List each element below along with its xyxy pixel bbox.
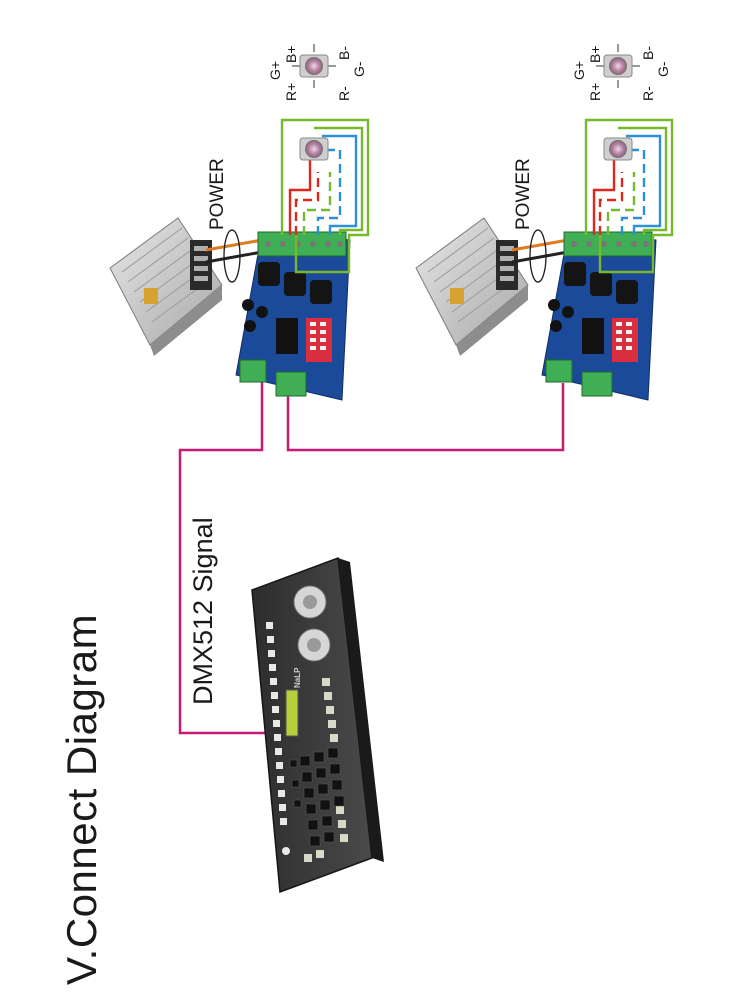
led-pin-labels-1: G+ B+ R+ B- R- G- [267, 45, 367, 101]
console-brand: NaLP [293, 667, 302, 688]
rgb-led-1 [299, 137, 329, 161]
rgb-wiring-1 [280, 118, 370, 274]
dmx-console: NaLP [251, 556, 384, 894]
dmx-signal-label: DMX512 Signal [188, 517, 218, 705]
led-pinout-icon-2 [596, 44, 640, 88]
dmx-wire-driver-1-to-driver-2 [286, 383, 565, 452]
power-cable-2 [511, 229, 569, 283]
led-pinout-icon-1 [292, 44, 336, 88]
power-supply-1 [109, 217, 223, 356]
pin-label-g-minus: G- [351, 61, 367, 77]
dmx-driver-board-1 [235, 231, 351, 401]
dmx-driver-board-2 [541, 231, 657, 401]
pin-label-r-minus: R- [336, 86, 352, 101]
pin-label-g-plus: G+ [267, 61, 283, 80]
pin-label-r-plus: R+ [283, 83, 299, 101]
pin-label-b-plus: B+ [283, 45, 299, 63]
dmx-wire-console-to-driver-1 [178, 378, 270, 735]
pin-label-b-plus: B+ [587, 45, 603, 63]
unit-2 [415, 44, 674, 401]
dmx-wiring [178, 378, 565, 735]
power-cable-1 [205, 229, 263, 283]
led-pin-labels-2: G+ B+ R+ B- R- G- [571, 45, 671, 101]
rgb-wiring-2 [584, 118, 674, 274]
unit-1 [109, 44, 370, 401]
pin-label-g-plus: G+ [571, 61, 587, 80]
pin-label-r-plus: R+ [587, 83, 603, 101]
pin-label-b-minus: B- [336, 46, 352, 60]
pin-label-r-minus: R- [640, 86, 656, 101]
pin-label-g-minus: G- [655, 61, 671, 77]
diagram-title: V.Connect Diagram [58, 613, 105, 985]
power-label-1: POWER [207, 158, 228, 230]
pin-label-b-minus: B- [640, 46, 656, 60]
power-label-2: POWER [513, 158, 534, 230]
rgb-led-2 [603, 137, 633, 161]
power-supply-2 [415, 217, 529, 356]
